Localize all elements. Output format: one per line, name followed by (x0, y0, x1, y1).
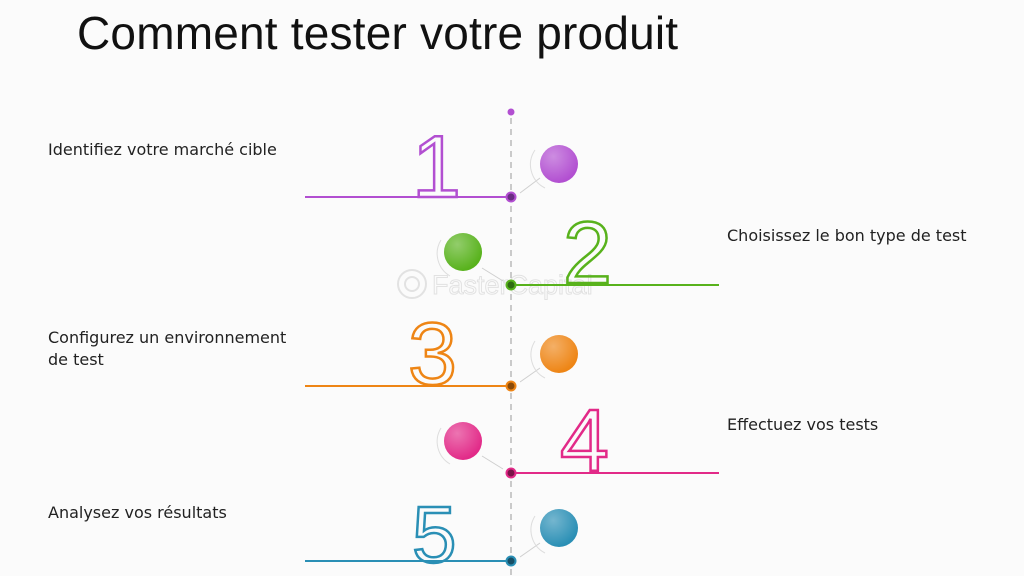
step-3-node (505, 380, 517, 392)
step-2-pointer (481, 267, 504, 282)
step-4-node (505, 467, 517, 479)
step-3-number: 3 (408, 304, 457, 403)
step-5-label: Analysez vos résultats (48, 503, 227, 522)
step-5-number: 5 (412, 490, 457, 576)
axis-top-dot (507, 108, 515, 116)
step-5-arc (530, 515, 546, 554)
step-2-group: 2 (436, 202, 719, 303)
step-2-arc (436, 239, 451, 277)
step-5-node (505, 555, 517, 567)
step-4-pointer (481, 455, 504, 470)
step-4-group: 4 (436, 390, 719, 491)
step-1-arc (529, 149, 546, 189)
step-2-number: 2 (563, 203, 612, 302)
step-3-label: Configurez un environnement de test (48, 328, 287, 369)
step-1-node (505, 191, 517, 203)
step-1-group: 1 (305, 116, 578, 217)
step-2-node (505, 279, 517, 291)
step-1-pointer (519, 177, 541, 194)
step-3-pointer (519, 367, 541, 383)
page-title: Comment tester votre produit (77, 7, 679, 59)
step-2-label: Choisissez le bon type de test (727, 226, 967, 245)
step-4-arc (436, 427, 451, 465)
step-4-label: Effectuez vos tests (727, 415, 879, 434)
step-1-label: Identifiez votre marché cible (48, 140, 277, 159)
step-4-number: 4 (560, 391, 609, 490)
step-1-number: 1 (412, 117, 461, 216)
step-5-pointer (519, 542, 541, 558)
step-3-group: 3 (305, 303, 578, 404)
step-5-group: 5 (305, 489, 578, 576)
step-3-arc (530, 340, 546, 379)
